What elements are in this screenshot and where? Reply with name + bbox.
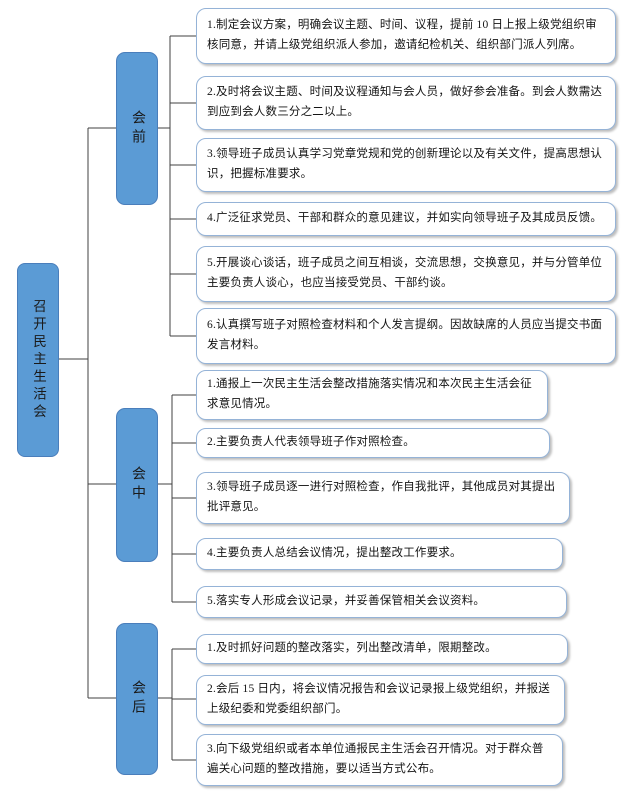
phase-node-post-meeting: 会后 (116, 623, 158, 775)
root-node: 召开民主生活会 (17, 263, 59, 457)
pre-meeting-item-1: 1.制定会议方案，明确会议主题、时间、议程，提前 10 日上报上级党组织审核同意… (196, 8, 616, 64)
post-meeting-item-2: 2.会后 15 日内，将会议情况报告和会议记录报上级党组织，并报送上级纪委和党委… (196, 675, 565, 725)
in-meeting-item-5: 5.落实专人形成会议记录，并妥善保管相关会议资料。 (196, 586, 567, 618)
in-meeting-item-4: 4.主要负责人总结会议情况，提出整改工作要求。 (196, 538, 563, 570)
in-meeting-item-2: 2.主要负责人代表领导班子作对照检查。 (196, 428, 550, 458)
post-meeting-item-3: 3.向下级党组织或者本单位通报民主生活会召开情况。对于群众普遍关心问题的整改措施… (196, 734, 563, 786)
phase-node-pre-meeting: 会前 (116, 52, 158, 205)
in-meeting-item-3: 3.领导班子成员逐一进行对照检查，作自我批评，其他成员对其提出批评意见。 (196, 472, 570, 524)
post-meeting-item-1: 1.及时抓好问题的整改落实，列出整改清单，限期整改。 (196, 634, 568, 664)
in-meeting-item-1: 1.通报上一次民主生活会整改措施落实情况和本次民主生活会征求意见情况。 (196, 370, 548, 420)
phase-node-pre-meeting-label: 会前 (130, 109, 145, 148)
phase-node-in-meeting: 会中 (116, 408, 158, 562)
phase-node-in-meeting-label: 会中 (130, 466, 145, 504)
phase-node-post-meeting-label: 会后 (130, 680, 145, 718)
connector-lines-group (57, 35, 196, 761)
pre-meeting-item-4: 4.广泛征求党员、干部和群众的意见建议，并如实向领导班子及其成员反馈。 (196, 202, 616, 236)
pre-meeting-item-6: 6.认真撰写班子对照检查材料和个人发言提纲。因故缺席的人员应当提交书面发言材料。 (196, 308, 616, 364)
pre-meeting-item-5: 5.开展谈心谈话，班子成员之间互相谈，交流思想，交换意见，并与分管单位主要负责人… (196, 246, 616, 302)
pre-meeting-item-2: 2.及时将会议主题、时间及议程通知与会人员，做好参会准备。到会人数需达到应到会人… (196, 76, 616, 130)
pre-meeting-item-3: 3.领导班子成员认真学习党章党规和党的创新理论以及有关文件，提高思想认识，把握标… (196, 138, 616, 192)
root-node-label: 召开民主生活会 (31, 298, 46, 422)
